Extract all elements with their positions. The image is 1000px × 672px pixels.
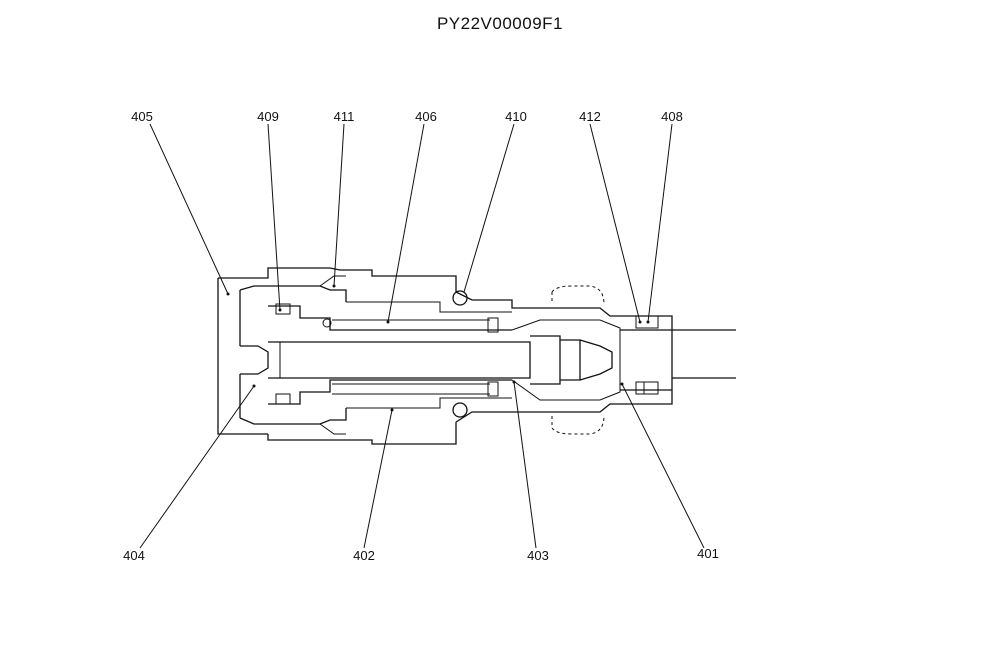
valve-body-outline: [217, 267, 736, 445]
callout-410: 410: [505, 109, 527, 124]
leader-lines: [139, 123, 705, 549]
callout-404: 404: [123, 548, 145, 563]
callout-405: 405: [131, 109, 153, 124]
leader-end-dots: [226, 284, 650, 412]
callout-401: 401: [697, 546, 719, 561]
callout-406: 406: [415, 109, 437, 124]
callout-411: 411: [334, 109, 355, 124]
callout-408: 408: [661, 109, 683, 124]
callout-409: 409: [257, 109, 279, 124]
callout-402: 402: [353, 548, 375, 563]
diagram-title: PY22V00009F1: [436, 14, 564, 33]
callout-412: 412: [579, 109, 601, 124]
callout-403: 403: [527, 548, 549, 563]
